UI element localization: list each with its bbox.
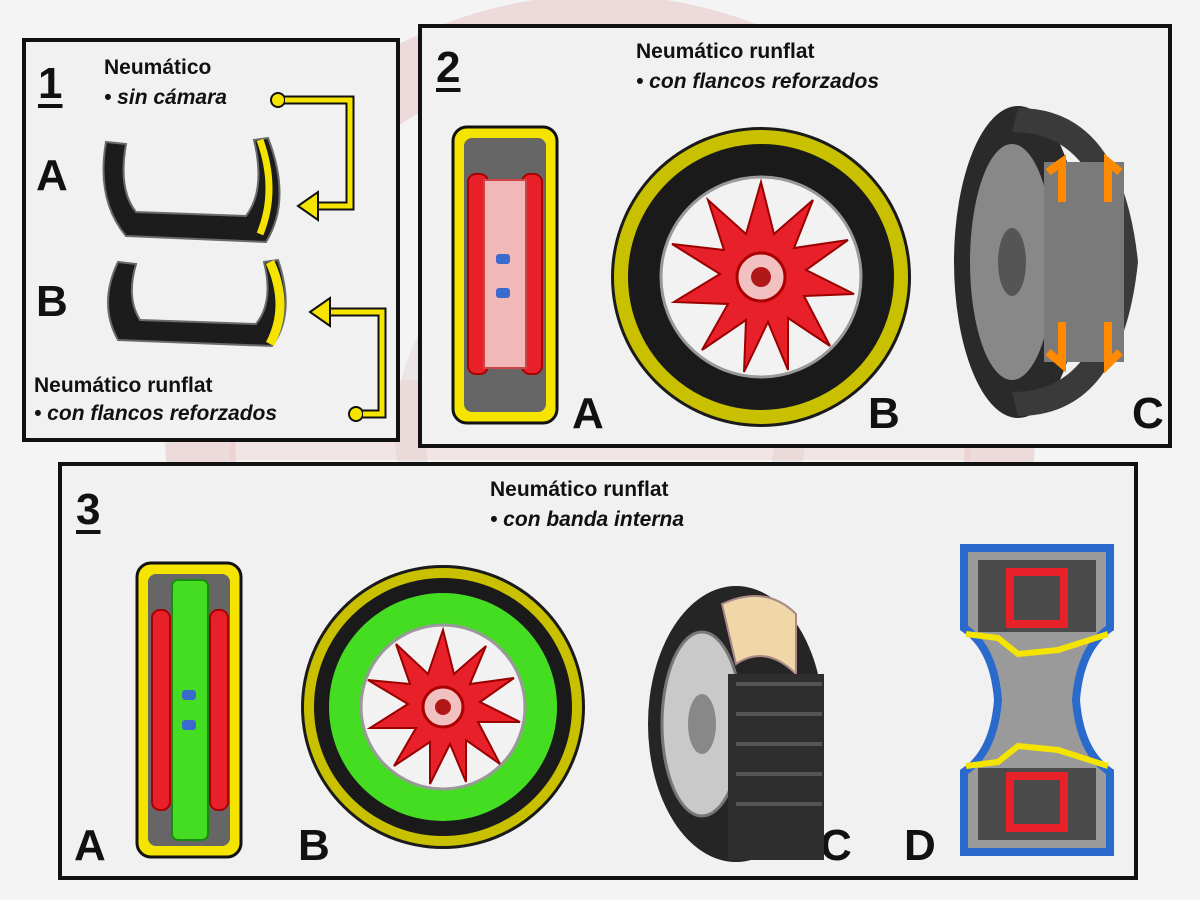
- label-c: C: [820, 821, 852, 870]
- label-a: A: [572, 389, 604, 438]
- panel-runflat-reinforced-sidewalls: 2 Neumático runflat • con flancos reforz…: [418, 24, 1172, 448]
- label-d: D: [904, 821, 936, 870]
- label-b: B: [298, 821, 330, 870]
- wheel-front-view: [611, 127, 911, 427]
- panel-number: 2: [436, 43, 461, 92]
- panel-title-tubeless: Neumático: [104, 56, 212, 79]
- panel-title: Neumático runflat: [636, 40, 815, 63]
- runflat-tire-photo: [954, 106, 1138, 418]
- panel-title-runflat: Neumático runflat: [34, 374, 213, 397]
- panel-subtitle: • con flancos reforzados: [636, 70, 880, 93]
- wheel-side-section-insert: [135, 561, 243, 859]
- panel-subtitle: • con banda interna: [490, 508, 685, 531]
- panel-title: Neumático runflat: [490, 478, 669, 501]
- label-c: C: [1132, 389, 1164, 438]
- tubeless-tire-section: [102, 136, 281, 244]
- wheel-front-view-insert: [301, 565, 585, 849]
- wheel-side-section: [451, 125, 559, 425]
- panel-number: 1: [38, 59, 63, 108]
- panel-number: 3: [76, 485, 101, 534]
- panel-tubeless-vs-runflat: 1 Neumático • sin cámara A B Neumático r…: [22, 38, 400, 442]
- runflat-tire-section: [107, 258, 287, 348]
- pointer-arrows: [270, 92, 387, 422]
- label-b: B: [36, 277, 68, 326]
- runflat-insert-cross-section: [960, 544, 1114, 856]
- label-a: A: [74, 821, 106, 870]
- panel-subtitle-tubeless: • sin cámara: [104, 86, 227, 109]
- runflat-insert-tire-photo: [648, 586, 824, 862]
- label-b: B: [868, 389, 900, 438]
- panel-subtitle-runflat: • con flancos reforzados: [34, 402, 278, 425]
- panel-runflat-internal-band: 3 Neumático runflat • con banda interna …: [58, 462, 1138, 880]
- label-a: A: [36, 151, 68, 200]
